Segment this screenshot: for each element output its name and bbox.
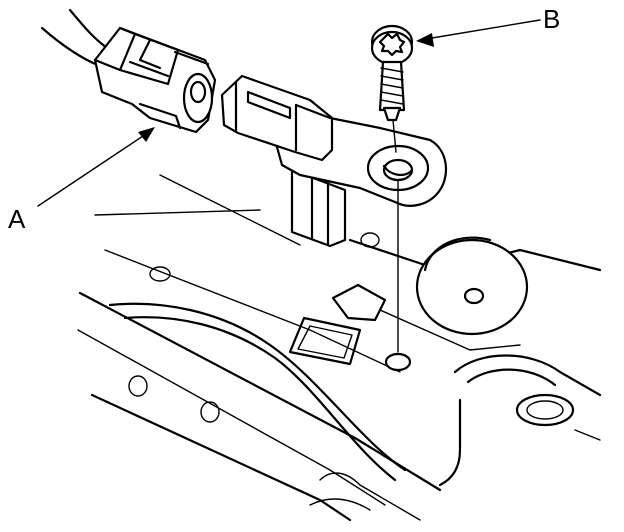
callout-a: A (8, 127, 155, 234)
sensor-pocket (288, 283, 387, 366)
bolt (370, 24, 414, 353)
callout-a-arrowhead (138, 127, 155, 142)
callout-b: B (416, 4, 560, 47)
sensor-body (220, 74, 448, 248)
harness-connector (40, 8, 217, 134)
round-boss (415, 236, 529, 336)
callout-b-label: B (543, 4, 560, 34)
callout-a-label: A (8, 204, 26, 234)
mounting-surface (77, 174, 602, 522)
surface-holes (128, 232, 575, 427)
callout-b-arrowhead (416, 33, 434, 47)
